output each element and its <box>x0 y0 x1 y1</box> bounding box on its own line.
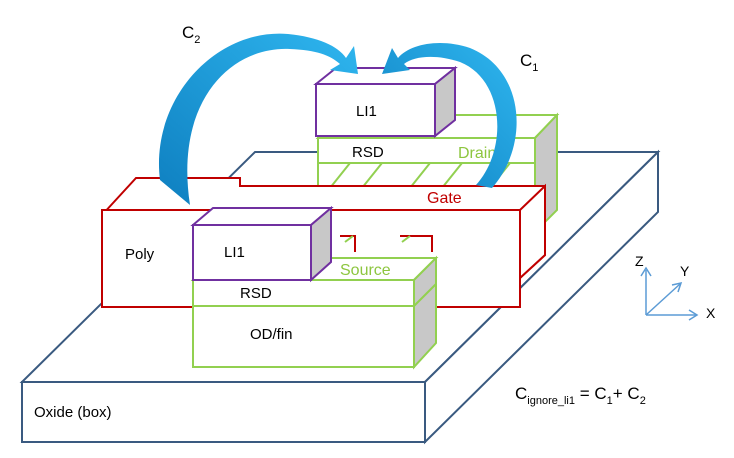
rsd-bottom-label: RSD <box>240 285 272 302</box>
axis-z-label: Z <box>635 253 644 269</box>
c2-arrow <box>158 33 358 205</box>
axis-x-label: X <box>706 305 716 321</box>
li1-top-label: LI1 <box>356 103 377 120</box>
li1-bottom-block <box>190 205 334 283</box>
poly-label: Poly <box>125 246 155 263</box>
c1-arrow <box>382 43 517 188</box>
axis-y-label: Y <box>680 263 690 279</box>
c1-label: C1 <box>520 51 538 74</box>
source-label: Source <box>340 262 391 279</box>
li1-top-block <box>313 65 458 139</box>
c2-label: C2 <box>182 23 200 46</box>
od-fin-label: OD/fin <box>250 326 293 343</box>
li1-bottom-label: LI1 <box>224 244 245 261</box>
gate-label: Gate <box>427 190 462 207</box>
axis-indicator <box>640 266 699 321</box>
rsd-top-label: RSD <box>352 144 384 161</box>
oxide-label: Oxide (box) <box>34 404 112 421</box>
drain-label: Drain <box>458 145 496 162</box>
formula: Cignore_li1 = C1+ C2 <box>515 384 646 407</box>
